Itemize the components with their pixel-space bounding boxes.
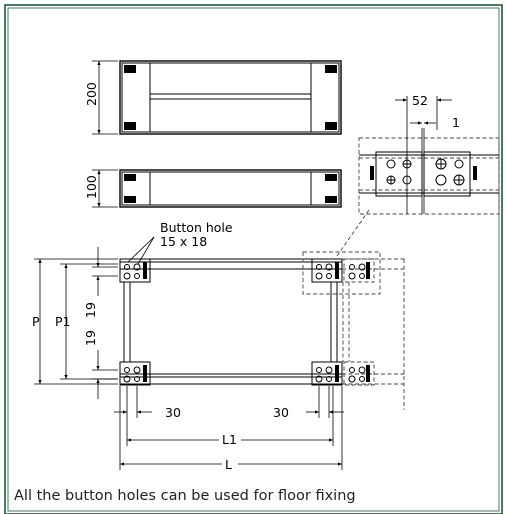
- adjacent-unit-dashed: [302, 251, 406, 410]
- label-button-hole: Button hole: [160, 220, 233, 235]
- label-30-right: 30: [273, 405, 289, 420]
- label-52: 52: [412, 93, 428, 108]
- dimension-100: 100: [84, 169, 118, 208]
- horizontal-dimensions: 30 30 L1 L: [114, 386, 344, 472]
- label-100: 100: [84, 175, 99, 199]
- label-30-left: 30: [165, 405, 181, 420]
- vertical-dimensions: P P1 19 19: [32, 247, 118, 399]
- label-200: 200: [84, 82, 99, 106]
- bracket-top-left: [119, 258, 151, 283]
- label-L1: L1: [222, 432, 237, 447]
- detail-view: 52 1: [336, 93, 500, 257]
- plan-view: Button hole 15 x 18: [119, 220, 406, 410]
- bracket-top-right: [311, 258, 343, 283]
- label-P1: P1: [55, 314, 71, 329]
- inner-border: [7, 7, 500, 512]
- plinth-100-view: [119, 169, 342, 208]
- label-19-bottom: 19: [83, 330, 98, 346]
- label-button-hole-size: 15 x 18: [160, 234, 207, 249]
- outer-border: [4, 4, 503, 514]
- dimension-200: 200: [84, 60, 118, 135]
- label-P: P: [32, 314, 40, 329]
- plinth-200-view: [119, 60, 342, 135]
- label-1: 1: [452, 115, 460, 130]
- bracket-bottom-right: [311, 361, 343, 386]
- bracket-bottom-left: [119, 361, 151, 386]
- caption: All the button holes can be used for flo…: [14, 488, 356, 504]
- label-L: L: [225, 457, 232, 472]
- label-19-top: 19: [83, 302, 98, 318]
